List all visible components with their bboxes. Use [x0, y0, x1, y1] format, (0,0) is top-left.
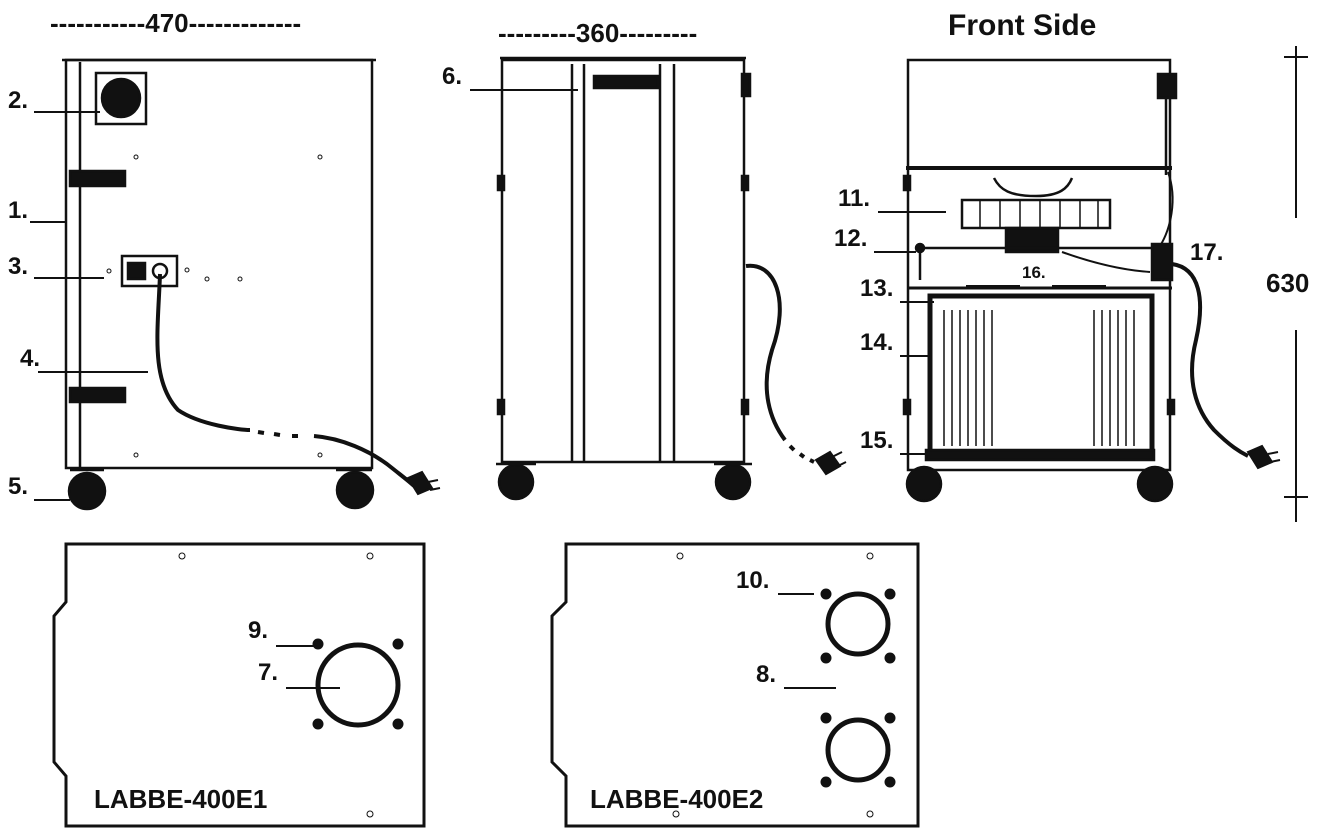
- front-wheel-right: [1136, 465, 1174, 503]
- height-dimension-line: [1284, 46, 1308, 522]
- panel-e2-labels: 10. 8. LABBE-400E2: [590, 567, 836, 814]
- label-4: 4.: [20, 345, 40, 372]
- panel-e2-outline: [550, 542, 920, 828]
- front-wheel-left: [905, 465, 943, 503]
- fan-icon: [100, 77, 142, 119]
- back-wheel-left: [497, 463, 535, 501]
- label-3: 3.: [8, 253, 28, 280]
- duct-opening-e1: [315, 642, 401, 728]
- panel-e1-outline: [52, 542, 426, 828]
- width-dimension: -----------470-------------: [50, 8, 301, 38]
- front-view-labels: 11. 12. 13. 14. 15. 16. 17.: [834, 185, 1223, 455]
- back-view-labels: 6.: [442, 63, 578, 91]
- wheel-left: [67, 471, 107, 511]
- label-11: 11.: [838, 185, 870, 212]
- label-9: 9.: [248, 617, 268, 644]
- front-view: [902, 58, 1281, 503]
- label-17: 17.: [1190, 239, 1223, 266]
- side-view-labels: 2. 1. 3. 4. 5.: [8, 87, 148, 501]
- label-15: 15.: [860, 427, 893, 454]
- side-view-body: [64, 58, 374, 470]
- filter-base: [924, 448, 1156, 462]
- label-2: 2.: [8, 87, 28, 114]
- back-view-body: [500, 58, 746, 464]
- duct-opening-e2-top: [825, 591, 891, 657]
- wheel-right: [335, 470, 375, 510]
- back-wheel-right: [714, 463, 752, 501]
- label-10: 10.: [736, 567, 769, 594]
- fan-housing: [94, 71, 148, 126]
- back-handle: [592, 74, 660, 90]
- panel-e1: [52, 542, 426, 828]
- handle-lower: [68, 386, 127, 404]
- label-13: 13.: [860, 275, 893, 302]
- side-view: [62, 58, 441, 511]
- filter-pleats-left: [943, 310, 993, 446]
- panel-e2: [550, 542, 920, 828]
- plug-box: [1150, 242, 1174, 282]
- height-dimension: 630: [1266, 268, 1309, 298]
- label-14: 14.: [860, 329, 893, 356]
- model-e1: LABBE-400E1: [94, 784, 267, 814]
- switch-box: [120, 254, 179, 288]
- label-12: 12.: [834, 225, 867, 252]
- label-16: 16.: [1022, 263, 1046, 282]
- fan-impeller: [960, 198, 1112, 230]
- label-5: 5.: [8, 473, 28, 500]
- back-view: [496, 56, 847, 501]
- panel-e1-labels: 9. 7. LABBE-400E1: [94, 617, 340, 814]
- front-side-title: Front Side: [948, 9, 1096, 42]
- label-6: 6.: [442, 63, 462, 90]
- switch-icon: [126, 261, 147, 281]
- label-7: 7.: [258, 659, 278, 686]
- handle-upper: [68, 169, 127, 188]
- label-8: 8.: [756, 661, 776, 688]
- filter-pleats-right: [1093, 310, 1135, 446]
- model-e2: LABBE-400E2: [590, 784, 763, 814]
- duct-opening-e2-bottom: [825, 717, 891, 783]
- depth-dimension: ---------360---------: [498, 18, 697, 48]
- label-1: 1.: [8, 197, 28, 224]
